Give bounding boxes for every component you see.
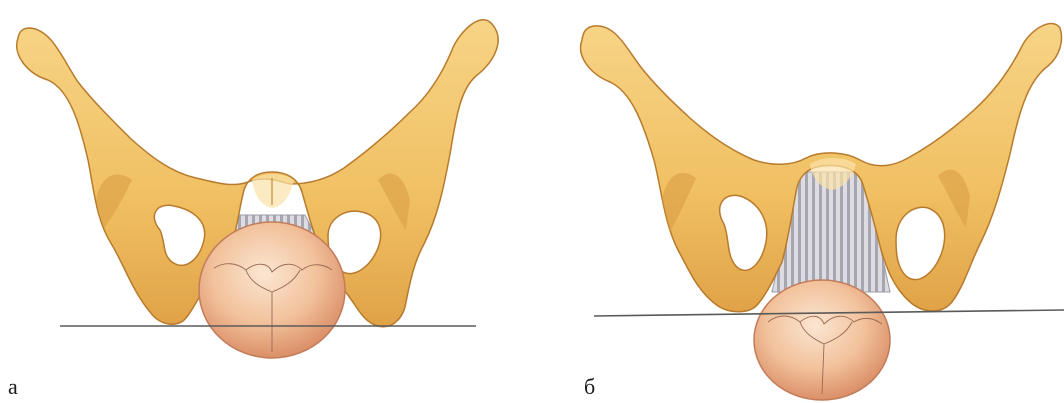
panel-label-a: а	[8, 376, 18, 398]
fetal-head-a	[199, 222, 345, 358]
pelvis-diagram-a	[0, 0, 500, 403]
pelvis-diagram-b	[560, 0, 1064, 403]
sacrum-highlight	[252, 174, 294, 208]
panel-label-b: б	[584, 376, 595, 398]
panel-b: б	[560, 0, 1064, 403]
panel-a: а	[0, 0, 500, 403]
fetal-head-b	[754, 280, 890, 400]
